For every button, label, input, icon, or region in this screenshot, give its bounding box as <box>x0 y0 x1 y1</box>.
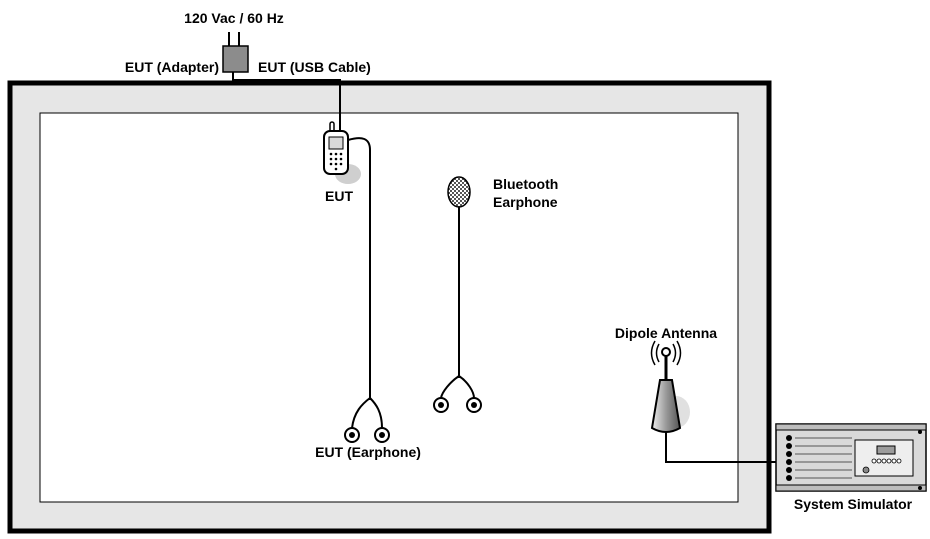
eut-earphone-split <box>351 397 383 429</box>
dipole-antenna <box>650 340 690 433</box>
eut-earphone-cable <box>347 137 371 400</box>
eut-adapter <box>222 32 249 73</box>
bluetooth-earphone-label-line2: Earphone <box>493 194 558 210</box>
bluetooth-earphone <box>433 176 482 413</box>
eut-earphone <box>344 427 390 443</box>
bluetooth-earphone-label-line1: Bluetooth <box>493 176 558 192</box>
usb-cable <box>232 72 341 130</box>
simulator-display <box>876 445 896 455</box>
eut-phone <box>323 121 361 184</box>
shielded-chamber <box>7 80 772 534</box>
bt-earphone-head <box>447 176 471 208</box>
cables <box>232 72 785 463</box>
dipole-antenna-label: Dipole Antenna <box>615 325 717 341</box>
adapter-label: EUT (Adapter) <box>125 59 219 75</box>
system-simulator-label: System Simulator <box>794 496 913 512</box>
eut-label: EUT <box>325 188 353 204</box>
radio-waves-icon <box>650 340 682 366</box>
eut-earphone-label: EUT (Earphone) <box>315 444 421 460</box>
power-label: 120 Vac / 60 Hz <box>184 10 284 26</box>
usb-cable-label: EUT (USB Cable) <box>258 59 371 75</box>
labels: 120 Vac / 60 Hz EUT (Adapter) EUT (USB C… <box>125 10 913 512</box>
adapter-box <box>222 45 249 73</box>
system-simulator <box>775 423 927 492</box>
bt-earphone-split <box>440 375 475 399</box>
antenna-cable <box>665 430 785 463</box>
